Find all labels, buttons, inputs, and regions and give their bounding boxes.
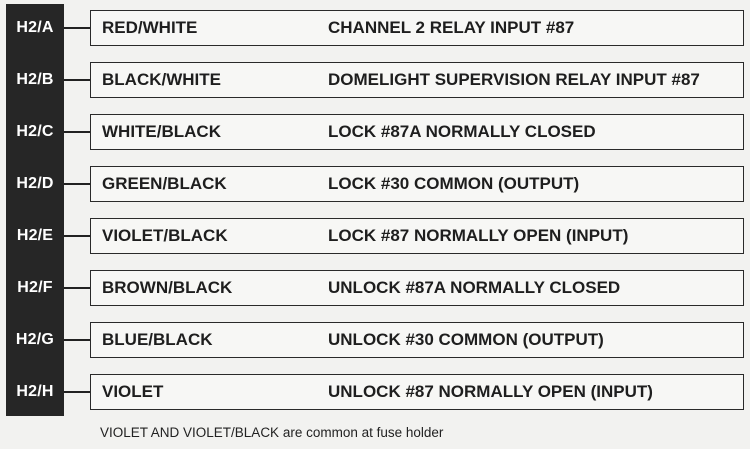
connector-line-g xyxy=(64,339,90,341)
wire-function-d: LOCK #30 COMMON (OUTPUT) xyxy=(328,174,580,193)
wire-color-a: RED/WHITE xyxy=(102,18,198,37)
wire-function-b: DOMELIGHT SUPERVISION RELAY INPUT #87 xyxy=(328,70,700,89)
wire-row-e: VIOLET/BLACK LOCK #87 NORMALLY OPEN (INP… xyxy=(90,218,744,254)
wire-color-c: WHITE/BLACK xyxy=(102,122,221,141)
wire-color-b: BLACK/WHITE xyxy=(102,70,221,89)
wire-color-f: BROWN/BLACK xyxy=(102,278,233,297)
wire-function-f: UNLOCK #87A NORMALLY CLOSED xyxy=(328,278,621,297)
connector-line-e xyxy=(64,235,90,237)
wire-row-d: GREEN/BLACK LOCK #30 COMMON (OUTPUT) xyxy=(90,166,744,202)
pin-label-e: H2/E xyxy=(16,227,54,244)
wire-function-a: CHANNEL 2 RELAY INPUT #87 xyxy=(328,18,575,37)
footnote: VIOLET AND VIOLET/BLACK are common at fu… xyxy=(100,425,444,440)
wire-row-c: WHITE/BLACK LOCK #87A NORMALLY CLOSED xyxy=(90,114,744,150)
pin-label-g: H2/G xyxy=(15,331,55,348)
connector-line-a xyxy=(64,27,90,29)
connector-line-c xyxy=(64,131,90,133)
connector-block xyxy=(6,4,64,416)
wire-function-e: LOCK #87 NORMALLY OPEN (INPUT) xyxy=(328,226,629,245)
wire-row-a: RED/WHITE CHANNEL 2 RELAY INPUT #87 xyxy=(90,10,744,46)
connector-line-d xyxy=(64,183,90,185)
pin-label-d: H2/D xyxy=(16,175,54,192)
wire-function-c: LOCK #87A NORMALLY CLOSED xyxy=(328,122,596,141)
wire-color-e: VIOLET/BLACK xyxy=(102,226,228,245)
wire-function-h: UNLOCK #87 NORMALLY OPEN (INPUT) xyxy=(328,382,653,401)
wire-row-g: BLUE/BLACK UNLOCK #30 COMMON (OUTPUT) xyxy=(90,322,744,358)
connector-line-f xyxy=(64,287,90,289)
pin-label-a: H2/A xyxy=(16,19,54,36)
pin-label-c: H2/C xyxy=(16,123,54,140)
pin-label-b: H2/B xyxy=(16,71,54,88)
wire-row-h: VIOLET UNLOCK #87 NORMALLY OPEN (INPUT) xyxy=(90,374,744,410)
wire-color-h: VIOLET xyxy=(102,382,164,401)
wire-color-d: GREEN/BLACK xyxy=(102,174,227,193)
wire-color-g: BLUE/BLACK xyxy=(102,330,213,349)
wire-function-g: UNLOCK #30 COMMON (OUTPUT) xyxy=(328,330,604,349)
pin-label-f: H2/F xyxy=(17,279,53,296)
connector-line-b xyxy=(64,79,90,81)
wire-row-f: BROWN/BLACK UNLOCK #87A NORMALLY CLOSED xyxy=(90,270,744,306)
pin-label-h: H2/H xyxy=(16,383,54,400)
wire-row-b: BLACK/WHITE DOMELIGHT SUPERVISION RELAY … xyxy=(90,62,744,98)
connector-line-h xyxy=(64,391,90,393)
